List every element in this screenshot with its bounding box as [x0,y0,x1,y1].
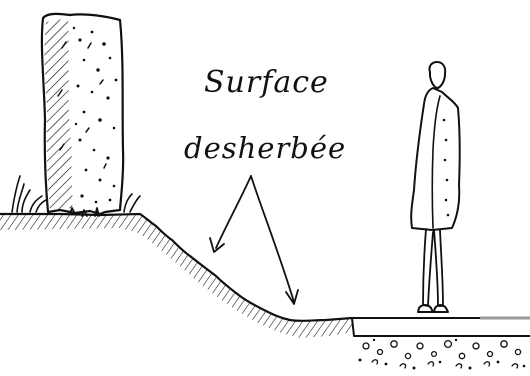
label-line-1: Surface [204,65,329,100]
paved-platform [351,316,530,370]
label-line-2: desherbée [184,131,346,165]
annotation-arrows [209,175,299,305]
person-silhouette [410,61,461,313]
annotation-label: Surface desherbée [184,65,346,165]
stone-texture [72,26,118,204]
standing-stone [40,12,125,216]
ground-profile [0,212,354,338]
gravel [362,339,522,369]
grass-tuft [11,175,141,213]
